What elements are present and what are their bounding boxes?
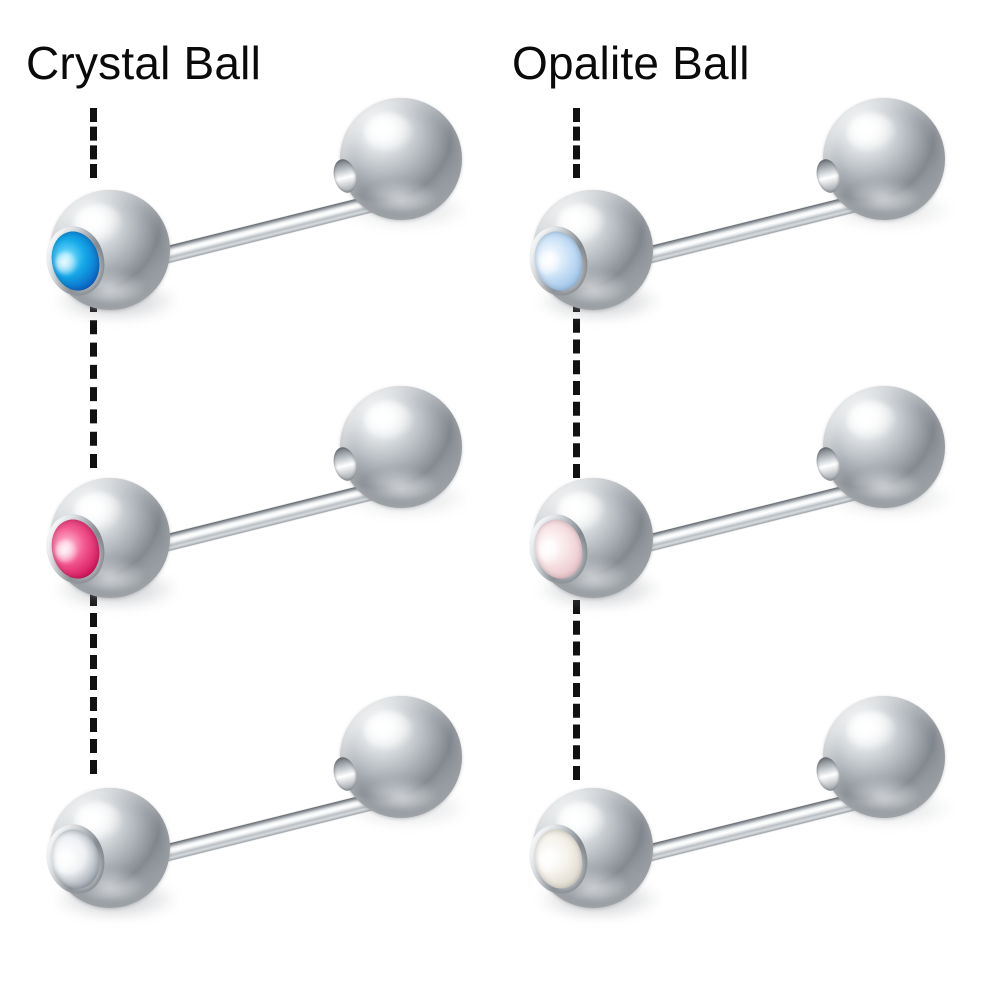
pink-opalite-barbell [503,378,973,628]
rose-pink-crystal-barbell [20,378,490,628]
barbell-shaft [141,790,389,868]
column-label-crystal: Crystal Ball [26,37,262,89]
blue-opalite-barbell [503,90,973,340]
end-ball [823,386,945,508]
end-ball [823,696,945,818]
barbell-shaft [624,790,872,868]
leader-crystal-seg-1 [90,108,97,178]
clear-crystal-barbell [20,688,490,938]
leader-crystal-seg-3 [90,592,97,774]
leader-crystal-seg-2 [90,298,97,468]
end-ball [340,386,462,508]
end-ball [340,696,462,818]
white-opalite-barbell [503,688,973,938]
barbell-shaft [141,480,389,558]
leader-opalite-seg-2 [573,298,580,478]
barbell-shaft [141,192,389,270]
barbell-shaft [624,480,872,558]
leader-opalite-seg-1 [573,108,580,178]
aqua-blue-crystal-barbell [20,90,490,340]
barbell-shaft [624,192,872,270]
end-ball [340,98,462,220]
leader-opalite-seg-3 [573,600,580,780]
column-label-opalite: Opalite Ball [512,37,750,89]
end-ball [823,98,945,220]
